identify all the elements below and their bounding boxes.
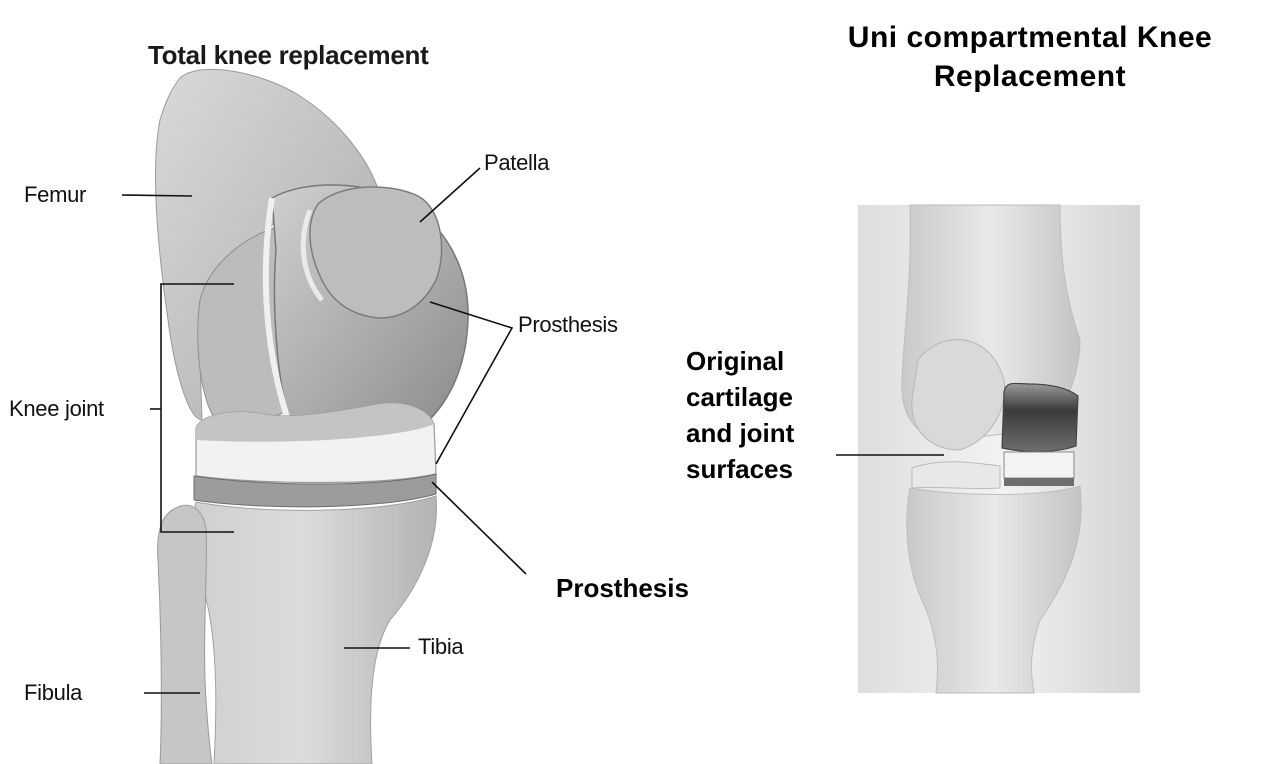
original-line3: and joint — [686, 415, 794, 451]
uni-knee-title-line1: Uni compartmental Knee — [790, 18, 1270, 57]
leader-prosthesis-bottom — [432, 482, 526, 574]
uni-knee-title: Uni compartmental Knee Replacement — [790, 18, 1270, 96]
total-knee-illustration — [155, 69, 468, 764]
fibula-bone — [158, 505, 212, 764]
cartilage-surface — [912, 462, 1000, 489]
knee-joint-label: Knee joint — [9, 398, 104, 420]
uni-knee-illustration — [858, 205, 1140, 693]
leader-femur — [122, 195, 192, 196]
uni-tibial-insert — [1004, 452, 1074, 478]
original-line2: cartilage — [686, 379, 794, 415]
uni-tibial-tray — [1004, 478, 1074, 486]
fibula-label: Fibula — [24, 682, 82, 704]
tibia-label: Tibia — [418, 636, 463, 658]
patella-label: Patella — [484, 152, 549, 174]
leader-patella — [420, 168, 480, 222]
original-line1: Original — [686, 343, 794, 379]
prosthesis-bottom-label: Prosthesis — [556, 575, 689, 601]
femur-label: Femur — [24, 184, 86, 206]
tibia-bone — [193, 496, 437, 764]
uni-femoral-component — [1002, 383, 1078, 451]
uni-knee-title-line2: Replacement — [790, 57, 1270, 96]
prosthesis-top-label: Prosthesis — [518, 314, 618, 336]
original-cartilage-label: Original cartilage and joint surfaces — [686, 343, 794, 487]
original-line4: surfaces — [686, 451, 794, 487]
total-knee-title: Total knee replacement — [148, 42, 428, 68]
